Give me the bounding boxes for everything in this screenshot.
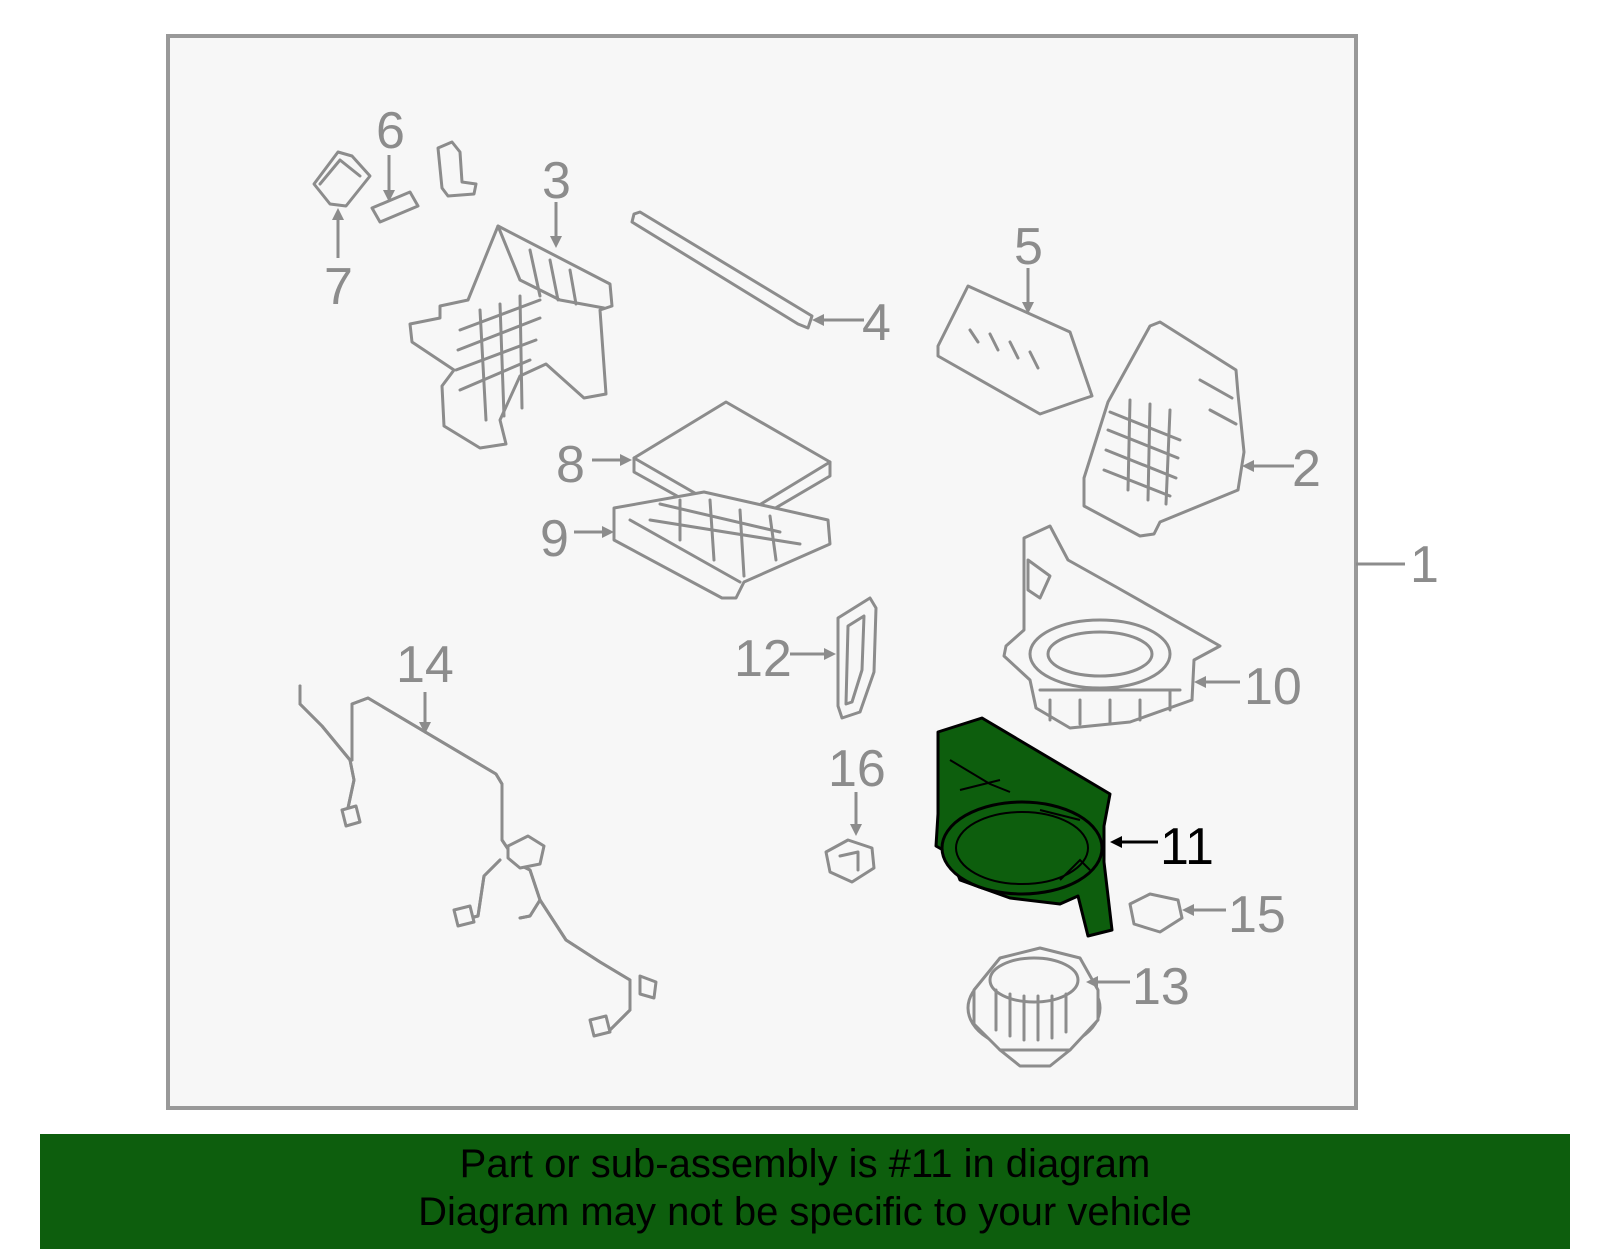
part-16[interactable] bbox=[824, 838, 876, 884]
part-2[interactable] bbox=[1082, 320, 1246, 538]
part-7[interactable] bbox=[312, 150, 372, 208]
part-10[interactable] bbox=[1002, 524, 1222, 730]
part-13[interactable] bbox=[966, 946, 1102, 1068]
part-15[interactable] bbox=[1128, 892, 1184, 934]
part-12[interactable] bbox=[836, 596, 878, 720]
callout-13[interactable]: 13 bbox=[1132, 958, 1190, 1016]
banner-line-1: Part or sub-assembly is #11 in diagram bbox=[459, 1142, 1151, 1186]
callout-10[interactable]: 10 bbox=[1244, 658, 1302, 716]
info-banner: Part or sub-assembly is #11 in diagram D… bbox=[40, 1134, 1570, 1249]
callout-7[interactable]: 7 bbox=[324, 258, 353, 316]
callout-9[interactable]: 9 bbox=[540, 510, 569, 568]
part-3[interactable] bbox=[408, 224, 614, 450]
part-9[interactable] bbox=[612, 490, 832, 600]
part-5[interactable] bbox=[936, 284, 1094, 416]
part-6[interactable] bbox=[370, 190, 420, 224]
callout-2[interactable]: 2 bbox=[1292, 440, 1321, 498]
callout-5[interactable]: 5 bbox=[1014, 218, 1043, 276]
callout-8[interactable]: 8 bbox=[556, 436, 585, 494]
callout-3[interactable]: 3 bbox=[542, 152, 571, 210]
part-11-blower-case[interactable] bbox=[934, 716, 1114, 938]
banner-line-2: Diagram may not be specific to your vehi… bbox=[418, 1190, 1192, 1234]
callout-15[interactable]: 15 bbox=[1228, 886, 1286, 944]
callout-11[interactable]: 11 bbox=[1160, 818, 1214, 876]
callout-6[interactable]: 6 bbox=[376, 102, 405, 160]
callout-14[interactable]: 14 bbox=[396, 636, 454, 694]
part-14[interactable] bbox=[298, 684, 658, 1038]
callout-16[interactable]: 16 bbox=[828, 740, 886, 798]
callout-1[interactable]: 1 bbox=[1410, 536, 1439, 594]
part-4[interactable] bbox=[630, 210, 814, 330]
callout-12[interactable]: 12 bbox=[734, 630, 792, 688]
part-duct-clip[interactable] bbox=[436, 140, 478, 198]
callout-4[interactable]: 4 bbox=[862, 294, 891, 352]
